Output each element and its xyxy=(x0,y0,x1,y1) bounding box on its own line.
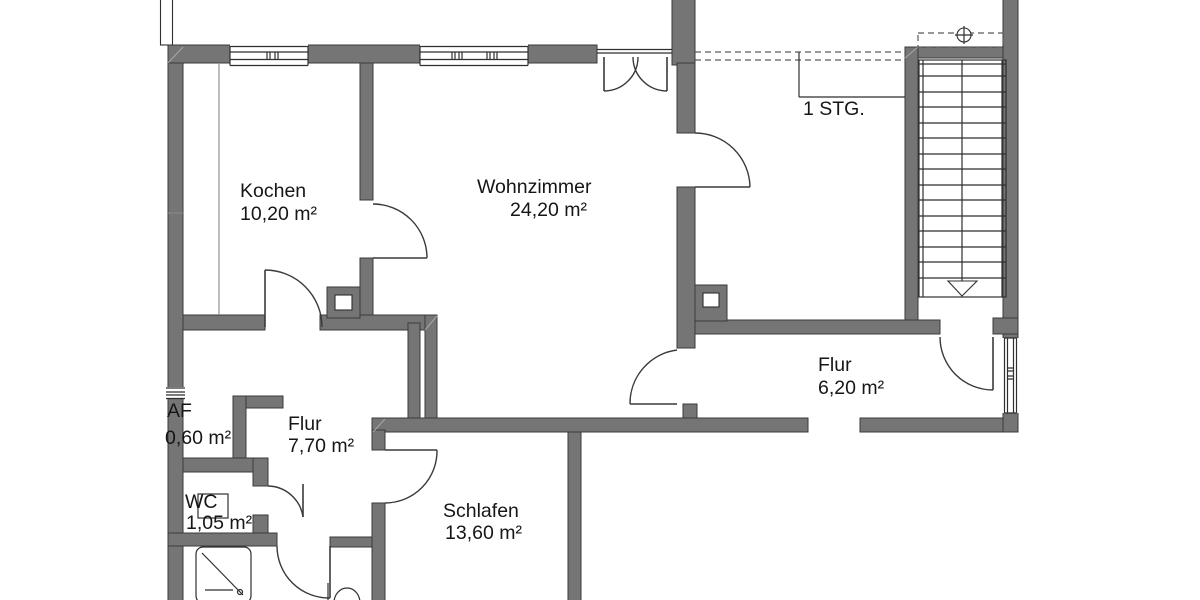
wall-facade-1 xyxy=(167,44,231,64)
chimney-blocks xyxy=(326,284,728,322)
wall-shaft-right xyxy=(424,314,438,431)
door-flur-schlafen xyxy=(384,449,438,504)
doors xyxy=(264,56,994,599)
window-mullion-ticks xyxy=(451,52,498,60)
landing-step-edge xyxy=(798,52,905,98)
door-stairs-flur-ost xyxy=(939,336,994,391)
walls xyxy=(159,0,1019,600)
window-wohnzimmer xyxy=(419,44,529,67)
wall-fragment-top-left xyxy=(159,0,174,46)
wall-wc-east xyxy=(252,514,269,534)
window-mullion-ticks xyxy=(266,52,279,60)
wall-kochen-east-2 xyxy=(359,257,374,319)
door-wohnzimmer-flur-ost xyxy=(629,349,678,405)
wall-seam-4 xyxy=(372,418,386,433)
windows xyxy=(166,44,1019,414)
label-wc-name: WC xyxy=(185,491,218,513)
ceiling-light-symbol xyxy=(917,26,1004,48)
chimney-flue-1 xyxy=(334,294,353,311)
staircase xyxy=(918,59,1007,298)
chimney-flue-2 xyxy=(702,292,720,308)
label-af-name: AF xyxy=(167,400,192,422)
wall-wohnzimmer-east-2 xyxy=(676,186,696,349)
label-af-area: 0,60 m² xyxy=(165,427,232,449)
window-af xyxy=(166,387,185,400)
wall-seam-2 xyxy=(904,46,919,59)
label-flur-mitte-area: 7,70 m² xyxy=(288,435,355,457)
label-kochen-area: 10,20 m² xyxy=(240,203,317,225)
window-mullion-ticks xyxy=(1007,367,1014,380)
label-kochen-name: Kochen xyxy=(240,180,306,202)
label-wohnzimmer-area: 24,20 m² xyxy=(510,199,587,221)
fixtures xyxy=(195,63,361,600)
door-wohnzimmer-landing xyxy=(694,132,751,188)
wall-top-stairs xyxy=(904,46,1019,59)
window-flur-ost xyxy=(1002,337,1019,414)
stair-down-arrow-icon xyxy=(946,280,979,297)
wall-flur-ost-north-jamb xyxy=(992,317,1019,335)
wall-bad-north-1 xyxy=(167,532,278,547)
door-french-balcony xyxy=(603,56,668,92)
wall-seam-1 xyxy=(167,46,184,64)
label-flur-ost-name: Flur xyxy=(818,354,852,376)
label-schlafen-name: Schlafen xyxy=(443,500,519,522)
toilet xyxy=(327,583,361,600)
label-flur-ost-area: 6,20 m² xyxy=(818,377,885,399)
label-stair-note: 1 STG. xyxy=(803,98,865,120)
door-flur-wc xyxy=(267,484,304,518)
label-flur-mitte-name: Flur xyxy=(288,413,322,435)
wall-kochen-south-1 xyxy=(182,314,266,331)
wall-schlafen-west xyxy=(371,502,386,600)
wall-shaft-left xyxy=(407,322,421,431)
wall-south-band-1 xyxy=(371,417,809,433)
wall-facade-2 xyxy=(307,44,421,64)
wall-party-top xyxy=(671,0,696,66)
room-labels: Kochen 10,20 m² Wohnzimmer 24,20 m² Flur… xyxy=(165,98,885,544)
wall-south-band-2 xyxy=(859,417,1004,433)
wall-seam-3 xyxy=(424,315,438,331)
wall-bad-north-2 xyxy=(329,536,373,548)
wall-wohnzimmer-east-1 xyxy=(676,62,696,134)
landing-marks xyxy=(695,26,1004,98)
wall-af-wc-divider xyxy=(182,457,254,473)
wall-schlafen-west-jamb xyxy=(371,429,386,451)
label-wohnzimmer-name: Wohnzimmer xyxy=(477,176,592,198)
french-door-sill xyxy=(597,48,672,54)
window-kochen xyxy=(229,44,309,67)
wall-stairwell-left xyxy=(904,46,919,323)
label-schlafen-area: 13,60 m² xyxy=(445,522,522,544)
wall-left-outer xyxy=(167,44,184,600)
wall-af-l-vertical xyxy=(232,395,247,466)
wall-kochen-east-1 xyxy=(359,62,374,201)
shower-tray xyxy=(195,546,252,600)
wall-schlafen-east xyxy=(567,431,582,600)
wall-wc-east-jamb xyxy=(252,457,269,487)
door-flur-bad xyxy=(276,545,331,599)
wall-facade-3 xyxy=(527,44,598,64)
label-wc-area: 1,05 m² xyxy=(186,512,253,534)
dashed-overhead-lines xyxy=(695,51,905,61)
wash-basin xyxy=(197,493,229,519)
door-flur-kochen xyxy=(264,269,323,328)
wall-flur-ost-north xyxy=(694,319,941,335)
door-kochen-wohnzimmer xyxy=(372,203,428,259)
